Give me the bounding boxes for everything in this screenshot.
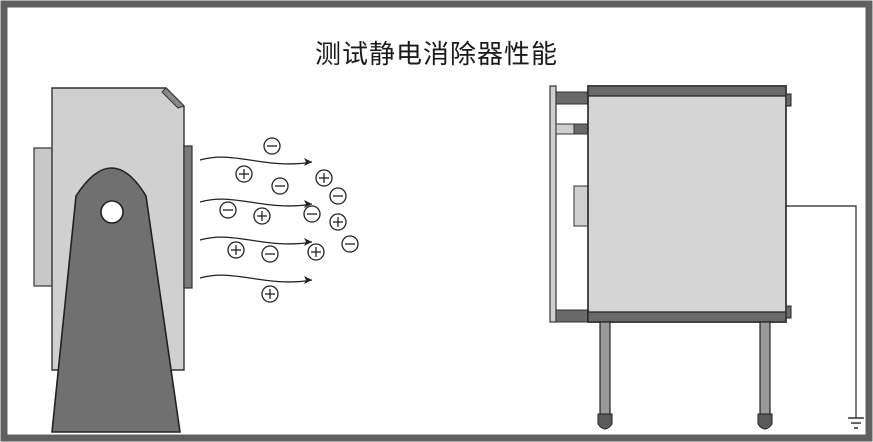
airflow-arrow — [199, 236, 313, 245]
airflow-arrowhead — [304, 200, 312, 208]
airflow-arrowhead — [304, 158, 312, 166]
positive-ion-icon — [315, 169, 333, 187]
negative-ion-icon — [219, 201, 237, 219]
positive-ion-icon — [329, 213, 347, 231]
positive-ion-icon — [307, 243, 325, 261]
airflow-arrow — [199, 156, 313, 165]
ionizer-blower-icon — [33, 87, 193, 433]
monitor-bottom-connector — [555, 309, 591, 323]
airflow-arrow — [199, 198, 313, 207]
monitor-side-tab — [573, 185, 589, 227]
monitor-foot-left — [597, 413, 613, 430]
negative-ion-icon — [329, 187, 347, 205]
monitor-leg-left — [599, 321, 611, 427]
ionizer-stand — [51, 167, 181, 433]
stand-pivot-hole — [100, 200, 124, 224]
monitor-plate — [587, 85, 787, 323]
ionizer-front-grille — [183, 145, 193, 289]
diagram-title: 测试静电消除器性能 — [314, 40, 558, 70]
negative-ion-icon — [263, 137, 281, 155]
monitor-top-bar — [587, 85, 787, 97]
positive-ion-icon — [261, 285, 279, 303]
ion-cloud — [219, 137, 359, 303]
positive-ion-icon — [253, 207, 271, 225]
monitor-bottom-bar — [587, 311, 787, 323]
positive-ion-icon — [227, 241, 245, 259]
ionizer-bevel — [161, 87, 185, 109]
airflow-arrow — [199, 274, 313, 283]
airflow-arrowhead — [304, 276, 312, 284]
airflow-arrowhead — [304, 238, 312, 246]
positive-ion-icon — [235, 165, 253, 183]
negative-ion-icon — [303, 205, 321, 223]
monitor-stud-top — [785, 93, 792, 107]
monitor-top-connector — [555, 91, 591, 105]
monitor-stud-bottom — [785, 305, 792, 319]
ground-symbol-icon — [848, 417, 864, 429]
negative-ion-icon — [341, 235, 359, 253]
monitor-foot-right — [757, 413, 773, 430]
ground-wire — [786, 205, 857, 418]
airflow-arrows — [199, 156, 313, 284]
charged-plate-monitor-icon — [549, 85, 792, 430]
negative-ion-icon — [261, 245, 279, 263]
negative-ion-icon — [271, 177, 289, 195]
monitor-leg-right — [759, 321, 771, 427]
monitor-back-rod — [549, 85, 557, 323]
monitor-mid-connector-a — [555, 123, 575, 135]
